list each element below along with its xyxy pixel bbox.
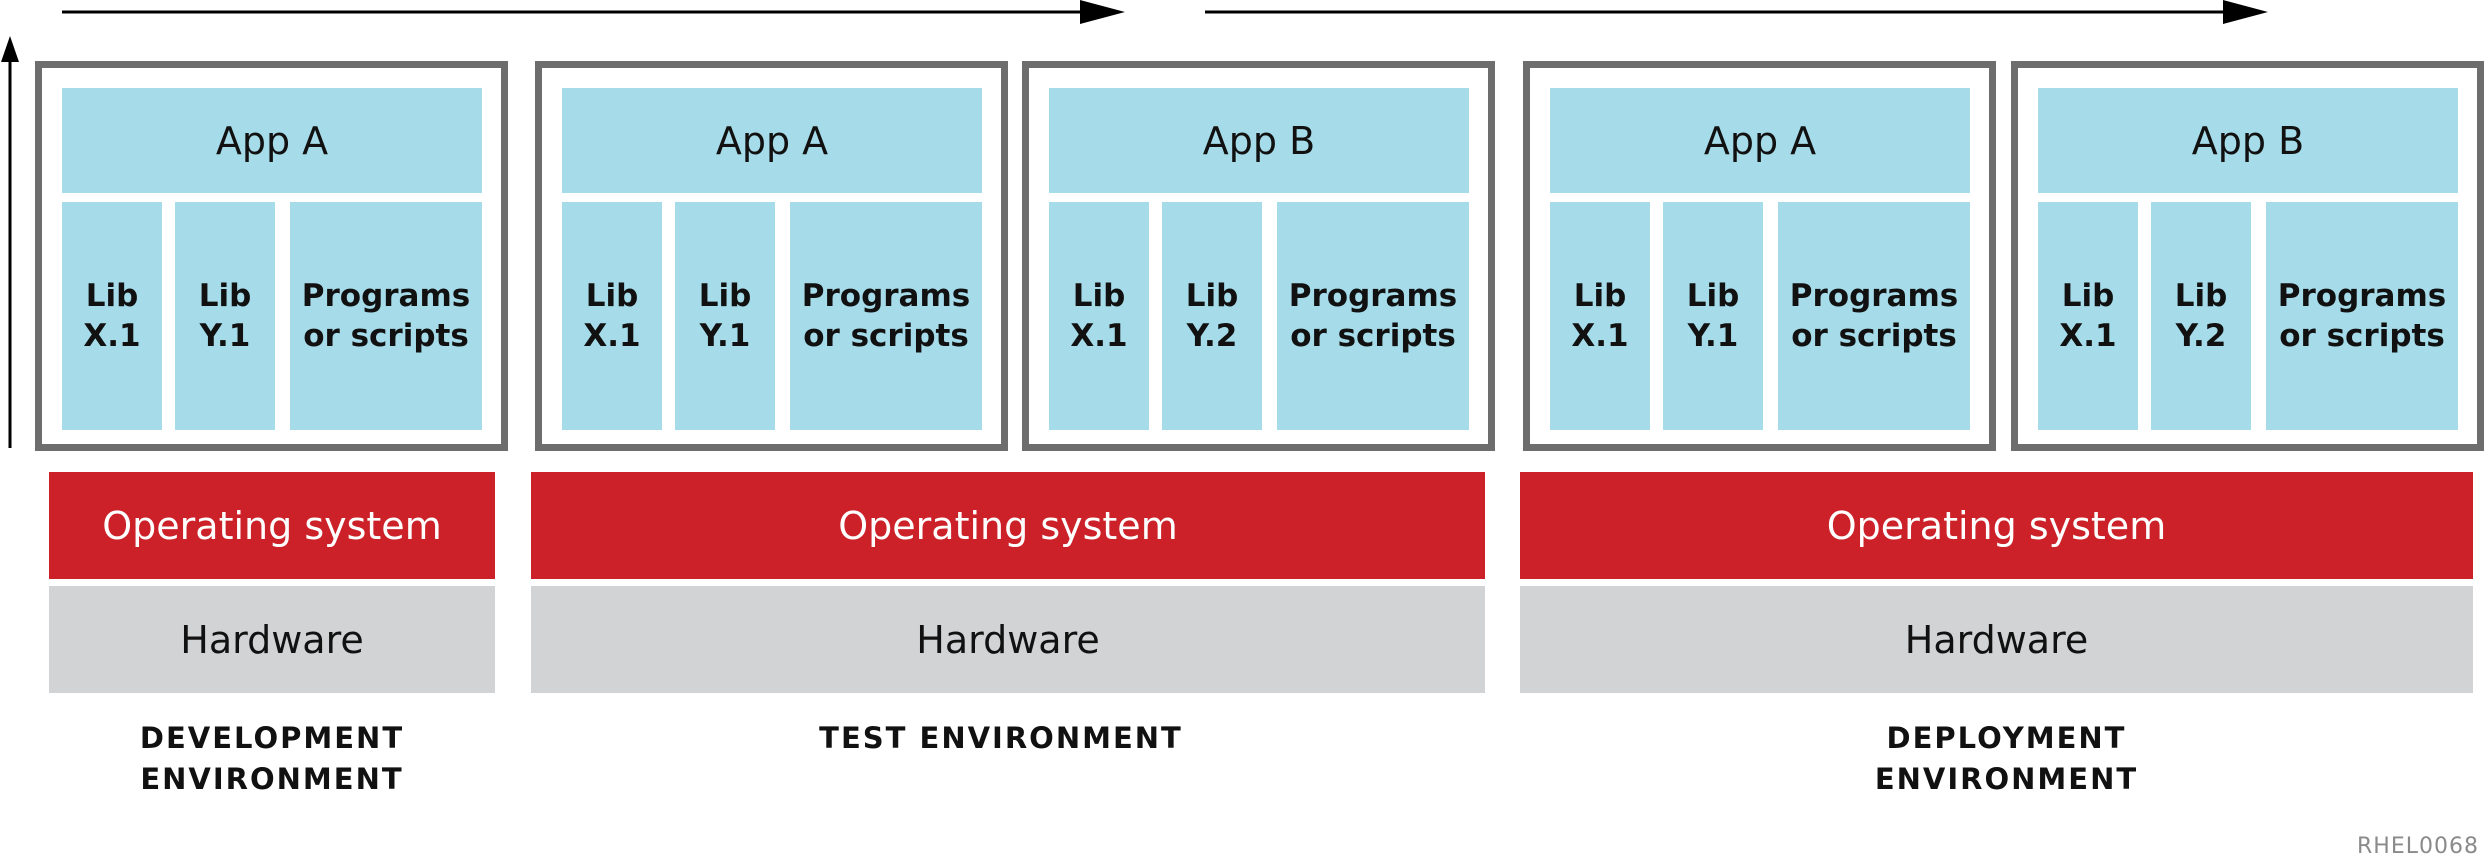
container-3: App B Lib X.1 Lib Y.2 Programs or script… [1022, 61, 1495, 451]
lib-box: Lib Y.2 [2151, 202, 2251, 430]
lib-box: Lib Y.1 [175, 202, 275, 430]
container-2: App A Lib X.1 Lib Y.1 Programs or script… [535, 61, 1008, 451]
os-bar-development: Operating system [49, 472, 495, 579]
container-5: App B Lib X.1 Lib Y.2 Programs or script… [2011, 61, 2484, 451]
lib-box: Lib X.1 [2038, 202, 2138, 430]
app-box: App A [1550, 88, 1970, 193]
vertical-arrow [1, 36, 19, 448]
app-box: App B [2038, 88, 2458, 193]
lib-box: Lib X.1 [1049, 202, 1149, 430]
lib-box: Lib X.1 [1550, 202, 1650, 430]
app-box: App A [562, 88, 982, 193]
app-box: App A [62, 88, 482, 193]
lib-box: Lib X.1 [562, 202, 662, 430]
programs-box: Programs or scripts [2266, 202, 2458, 430]
os-bar-deployment: Operating system [1520, 472, 2473, 579]
horizontal-arrow-right [1205, 0, 2268, 24]
lib-box: Lib Y.2 [1162, 202, 1262, 430]
environment-label-development: DEVELOPMENT ENVIRONMENT [139, 721, 405, 796]
environment-label-test: TEST ENVIRONMENT [819, 721, 1183, 755]
lib-box: Lib X.1 [62, 202, 162, 430]
hardware-bar-test: Hardware [531, 586, 1485, 693]
lib-box: Lib Y.1 [675, 202, 775, 430]
horizontal-arrow-left [62, 0, 1125, 24]
programs-box: Programs or scripts [290, 202, 482, 430]
hardware-bar-deployment: Hardware [1520, 586, 2473, 693]
programs-box: Programs or scripts [1778, 202, 1970, 430]
container-4: App A Lib X.1 Lib Y.1 Programs or script… [1523, 61, 1996, 451]
lib-box: Lib Y.1 [1663, 202, 1763, 430]
programs-box: Programs or scripts [790, 202, 982, 430]
os-bar-test: Operating system [531, 472, 1485, 579]
programs-box: Programs or scripts [1277, 202, 1469, 430]
app-box: App B [1049, 88, 1469, 193]
figure-code: RHEL0068 [2357, 834, 2479, 859]
hardware-bar-development: Hardware [49, 586, 495, 693]
container-1: App A Lib X.1 Lib Y.1 Programs or script… [35, 61, 508, 451]
environment-label-deployment: DEPLOYMENT ENVIRONMENT [1874, 721, 2139, 796]
